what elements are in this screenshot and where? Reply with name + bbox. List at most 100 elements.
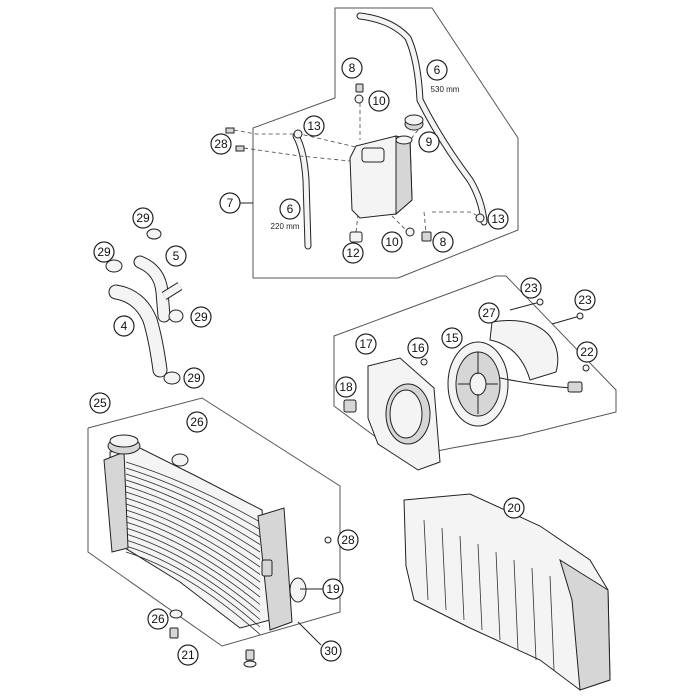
- mounting-grommets: [169, 609, 257, 668]
- callout-6-530: 6: [426, 59, 448, 81]
- callout-20: 20: [503, 497, 525, 519]
- svg-text:13: 13: [307, 119, 321, 133]
- callout-19: 19: [322, 578, 344, 600]
- guard-slat: [531, 567, 537, 661]
- svg-text:28: 28: [341, 533, 355, 547]
- cooling-fan: [447, 341, 509, 427]
- tank-group-frame: [252, 7, 519, 279]
- svg-text:5: 5: [173, 249, 180, 263]
- svg-text:29: 29: [136, 211, 150, 225]
- svg-text:28: 28: [214, 137, 228, 151]
- callout-5: 5: [165, 245, 187, 267]
- callout-25: 25: [89, 392, 111, 414]
- hose-530mm: [356, 12, 488, 226]
- radiator-fin: [125, 515, 261, 590]
- svg-text:22: 22: [580, 345, 594, 359]
- svg-text:12: 12: [346, 246, 360, 260]
- hose-220mm: [292, 132, 312, 250]
- radiator-fin: [125, 533, 261, 613]
- callout-28-top: 28: [210, 133, 232, 155]
- svg-text:10: 10: [385, 235, 399, 249]
- callout-27: 27: [478, 302, 500, 324]
- radiator-fin: [125, 527, 261, 605]
- svg-text:13: 13: [491, 212, 505, 226]
- svg-text:6: 6: [287, 202, 294, 216]
- guard-slat: [423, 519, 429, 601]
- callout-7: 7: [219, 192, 241, 214]
- guard-slat: [495, 551, 501, 641]
- callout-12: 12: [342, 242, 364, 264]
- svg-text:17: 17: [359, 337, 373, 351]
- fan-shroud: [367, 357, 441, 471]
- hose-clamps: [105, 228, 184, 385]
- radiator-fittings: [171, 453, 332, 603]
- callout-15: 15: [441, 327, 463, 349]
- svg-text:27: 27: [482, 306, 496, 320]
- radiator-fin: [125, 503, 261, 575]
- callout-29-c: 29: [190, 306, 212, 328]
- expansion-tank: [349, 135, 413, 219]
- callout-28-right: 28: [337, 529, 359, 551]
- callout-4: 4: [113, 315, 135, 337]
- guard-slat: [441, 527, 447, 611]
- guard-slat: [513, 559, 519, 651]
- svg-text:23: 23: [578, 293, 592, 307]
- svg-text:8: 8: [349, 61, 356, 75]
- callout-16: 16: [407, 337, 429, 359]
- callout-10-top: 10: [368, 90, 390, 112]
- callout-23-right: 23: [574, 289, 596, 311]
- callout-29-d: 29: [183, 367, 205, 389]
- svg-text:8: 8: [440, 235, 447, 249]
- svg-text:29: 29: [97, 245, 111, 259]
- svg-text:10: 10: [372, 94, 386, 108]
- callout-9: 9: [418, 131, 440, 153]
- svg-text:7: 7: [227, 196, 234, 210]
- svg-text:6: 6: [434, 63, 441, 77]
- callout-18: 18: [335, 376, 357, 398]
- radiator-fin: [125, 491, 261, 560]
- callout-26-bottom: 26: [147, 608, 169, 630]
- radiator-cap: [107, 434, 141, 455]
- svg-text:23: 23: [524, 281, 538, 295]
- callout-26-top: 26: [186, 411, 208, 433]
- svg-text:21: 21: [181, 648, 195, 662]
- svg-text:19: 19: [326, 582, 340, 596]
- svg-text:26: 26: [190, 415, 204, 429]
- svg-text:15: 15: [445, 331, 459, 345]
- svg-text:9: 9: [426, 135, 433, 149]
- radiator-hoses: [108, 255, 183, 378]
- callout-22: 22: [576, 341, 598, 363]
- fan-wire: [343, 377, 583, 413]
- svg-text:30: 30: [324, 644, 338, 658]
- callout-21: 21: [177, 644, 199, 666]
- fan-cover: [489, 320, 559, 381]
- callout-29-b: 29: [93, 241, 115, 263]
- svg-text:25: 25: [93, 396, 107, 410]
- note-530mm: 530 mm: [431, 85, 460, 94]
- svg-text:26: 26: [151, 612, 165, 626]
- radiator-fin: [125, 461, 261, 523]
- radiator-fin: [125, 509, 261, 583]
- callout-17: 17: [355, 333, 377, 355]
- callout-8-bottom: 8: [432, 231, 454, 253]
- callout-13-right: 13: [487, 208, 509, 230]
- radiator-fin: [125, 479, 261, 545]
- callout-6-220: 6: [279, 198, 301, 220]
- radiator-core: [103, 445, 293, 635]
- tank-small-fittings: [225, 83, 485, 243]
- radiator-fin: [125, 545, 261, 628]
- svg-text:20: 20: [507, 501, 521, 515]
- fan-screws: [420, 298, 590, 372]
- callout-13-left: 13: [303, 115, 325, 137]
- note-220mm: 220 mm: [271, 222, 300, 231]
- radiator-fin: [125, 473, 261, 538]
- callout-30: 30: [320, 640, 342, 662]
- callout-8-top: 8: [341, 57, 363, 79]
- svg-text:29: 29: [194, 310, 208, 324]
- svg-text:29: 29: [187, 371, 201, 385]
- svg-text:16: 16: [411, 341, 425, 355]
- guard-slat: [549, 575, 555, 671]
- radiator-fin: [125, 551, 261, 635]
- svg-text:18: 18: [339, 380, 353, 394]
